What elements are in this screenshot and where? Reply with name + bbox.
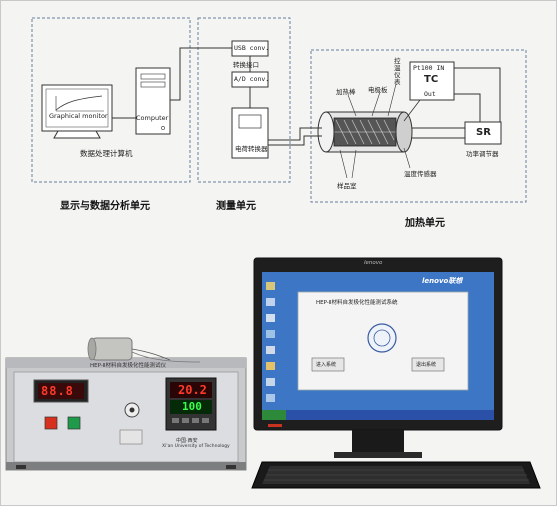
university-emblem bbox=[367, 323, 397, 353]
electrometer-label: 电荷转换器 bbox=[235, 145, 268, 153]
exit-system-label: 退出系统 bbox=[416, 362, 437, 368]
tc-sr-cable bbox=[454, 67, 501, 122]
instrument-panel-title: HEP-Ⅱ材料自发极化性能测试仪 bbox=[90, 363, 166, 369]
computer-usb-cable bbox=[170, 47, 232, 101]
measurement-unit-caption: 测量单元 bbox=[216, 201, 256, 212]
exit-system-button bbox=[411, 357, 445, 372]
interface-label: 转换接口 bbox=[233, 61, 259, 69]
sensor-tc-cable bbox=[403, 99, 421, 122]
electrode-label: 电极板 bbox=[368, 86, 388, 94]
sample-chamber-cylinder bbox=[91, 337, 133, 361]
heating-unit-caption: 加热单元 bbox=[405, 218, 445, 229]
monitor-label: Graphical monitor bbox=[49, 112, 108, 120]
ad-converter-label: A/D conv. bbox=[234, 75, 270, 83]
power-button-red bbox=[44, 416, 58, 430]
heating-chamber bbox=[317, 111, 413, 153]
enter-system-label: 进入系统 bbox=[316, 362, 337, 368]
temp-bottom-value: 100 bbox=[182, 400, 202, 413]
temperature-controller bbox=[409, 61, 455, 101]
computer-tower bbox=[135, 67, 171, 135]
chamber-label: 样品室 bbox=[337, 182, 357, 190]
electrometer-chamber-cable bbox=[268, 127, 322, 141]
computer-unit-text: 数据处理计算机 bbox=[80, 149, 133, 158]
monitor-curve bbox=[55, 95, 103, 111]
measurement-unit-box bbox=[197, 17, 291, 183]
graphical-monitor bbox=[41, 84, 113, 139]
heating-unit-box bbox=[310, 49, 527, 203]
enter-system-button bbox=[311, 357, 345, 372]
maker-label: 中国·西安 bbox=[176, 438, 198, 444]
monitor-brand-top: lenovo bbox=[364, 260, 383, 266]
monitor-brand-right: lenovo联想 bbox=[422, 277, 463, 285]
instrument-photo bbox=[5, 337, 247, 471]
out-label: Out bbox=[424, 90, 436, 98]
usb-converter-label: USB conv. bbox=[234, 44, 270, 52]
software-dialog-title: HEP-Ⅱ材料自发极化性能测试系统 bbox=[316, 300, 398, 306]
monitor-stand bbox=[352, 430, 404, 456]
computer-photo bbox=[251, 257, 541, 489]
heater-rod-label: 加热棒 bbox=[336, 88, 356, 96]
power-regulator-label: 功率调节器 bbox=[466, 150, 499, 158]
temp-top-value: 20.2 bbox=[178, 383, 207, 397]
computer-unit-box bbox=[31, 17, 191, 183]
power-regulator-box bbox=[464, 121, 502, 145]
electrometer-screen bbox=[238, 114, 262, 129]
sr-label: SR bbox=[476, 127, 491, 138]
tc-label: TC bbox=[424, 74, 439, 85]
computer-unit-caption: 显示与数据分析单元 bbox=[60, 201, 150, 212]
start-button-green bbox=[67, 416, 81, 430]
temp-sensor-label: 温度传感器 bbox=[404, 170, 437, 178]
left-display-value: 88.8 bbox=[41, 384, 74, 398]
computer-label: Computer bbox=[136, 114, 169, 122]
pt100-label: Pt100 IN bbox=[413, 64, 445, 72]
maker-en-label: Xi'an University of Technology bbox=[162, 444, 230, 449]
thermostat-label: 控温仪表 bbox=[394, 57, 401, 86]
